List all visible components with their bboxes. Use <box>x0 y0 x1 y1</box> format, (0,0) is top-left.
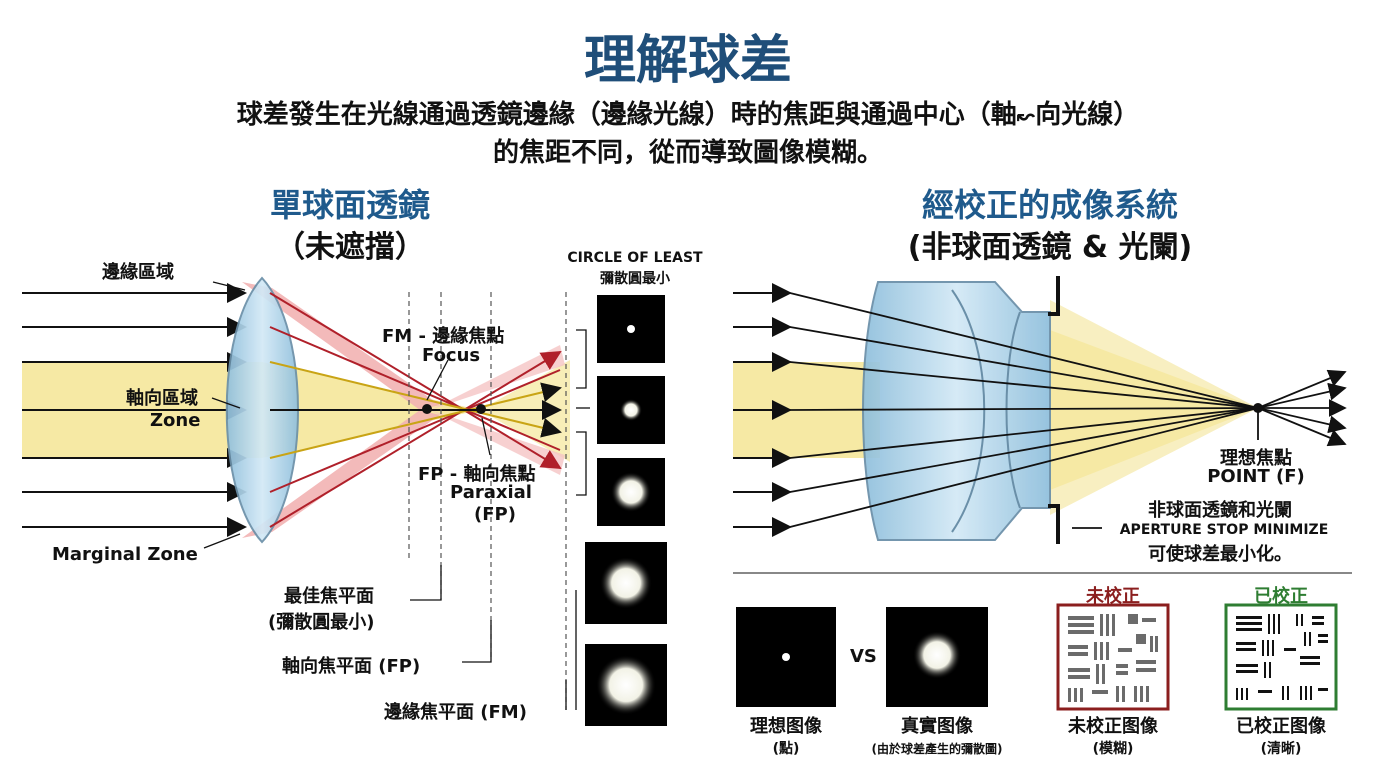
label-fm-focus: Focus <box>422 345 481 366</box>
label-corrected-head: 已校正 <box>1254 586 1308 607</box>
aspheric-lens-inner-curve2 <box>1005 311 1021 509</box>
uncorrected-chart <box>1056 603 1170 711</box>
refracted-rays-left <box>269 292 562 528</box>
label-marginal-region: 邊緣區域 <box>102 262 174 283</box>
label-zone: Zone <box>150 410 201 431</box>
leader-lines-left <box>203 281 590 710</box>
label-uncorrected-sub: (模糊) <box>1092 741 1134 757</box>
left-heading: 單球面透鏡 <box>269 186 430 224</box>
label-real-image-sub: (由於球差產生的彌散圖) <box>871 742 1003 756</box>
label-marginal-plane: 邊緣焦平面 (FM) <box>384 702 527 723</box>
label-corrected-sub: (清晰) <box>1260 741 1302 757</box>
label-fp-abbr: (FP) <box>474 504 516 525</box>
converging-beam-right <box>1050 325 1258 495</box>
label-fp: FP - 軸向焦點 <box>418 464 536 485</box>
label-ideal-image-sub: (點) <box>772 741 800 757</box>
page-title: 理解球差 <box>583 31 792 91</box>
right-heading-sub: (非球面透鏡 & 光闌) <box>907 230 1193 265</box>
label-vs: VS <box>850 646 877 667</box>
paraxial-focus-point <box>476 404 486 414</box>
label-real-image: 真實图像 <box>901 716 973 737</box>
label-axial-plane: 軸向焦平面 (FP) <box>282 656 421 677</box>
real-image-box <box>886 607 988 707</box>
label-best-plane-sub: (彌散圓最小) <box>268 612 375 633</box>
label-best-plane: 最佳焦平面 <box>284 586 374 607</box>
label-circle-least-cn: 彌散圓最小 <box>600 271 670 287</box>
label-circle-least: CIRCLE OF LEAST <box>567 250 703 266</box>
label-fp-paraxial: Paraxial <box>450 482 532 503</box>
label-aperture-cn2: 可使球差最小化。 <box>1148 544 1292 565</box>
left-heading-sub: （未遮擋） <box>275 230 425 265</box>
aspheric-lens-assembly <box>862 281 1051 541</box>
label-point-f: POINT (F) <box>1207 466 1305 487</box>
aspheric-lens-inner-curve <box>951 289 986 533</box>
marginal-focus-point <box>422 404 432 414</box>
subtitle-line2: 的焦距不同，從而導致圖像模糊。 <box>492 138 883 168</box>
label-aperture-cn: 非球面透鏡和光闌 <box>1148 500 1292 521</box>
focal-plane-lines <box>408 292 567 710</box>
converging-rays-right <box>789 292 1347 529</box>
ideal-image-box <box>736 607 836 707</box>
label-corrected-image: 已校正图像 <box>1236 716 1326 737</box>
converging-beam-right-lower <box>1050 408 1258 515</box>
converging-beam-right-upper <box>1050 300 1258 408</box>
corrected-chart <box>1224 603 1338 711</box>
subtitle-text-end: 向光線） <box>1035 100 1140 130</box>
marginal-beam-after2 <box>430 410 565 475</box>
incoming-rays-left <box>22 283 247 537</box>
label-marginal-zone: Marginal Zone <box>52 544 198 565</box>
right-heading: 經校正的成像系統 <box>921 186 1178 224</box>
spherical-lens <box>225 276 299 544</box>
label-ideal-image: 理想图像 <box>750 716 822 737</box>
ideal-focus-point <box>1253 403 1263 413</box>
aperture-stop <box>1048 276 1060 544</box>
label-ideal-focus: 理想焦點 <box>1220 448 1292 469</box>
label-uncorrected-head: 未校正 <box>1086 586 1140 607</box>
label-fm: FM - 邊緣焦點 <box>382 326 505 347</box>
label-axial-region: 軸向區域 <box>126 388 198 409</box>
subtitle-glyph: ↜ <box>1016 104 1036 129</box>
subtitle-line1: 球差發生在光線通過透鏡邊緣（邊緣光線）時的焦距與通過中心（軸↜向光線） <box>0 94 1376 131</box>
label-uncorrected-image: 未校正图像 <box>1068 716 1158 737</box>
circle-boxes <box>585 295 667 726</box>
marginal-beam-after <box>430 345 565 410</box>
label-aperture-en: APERTURE STOP MINIMIZE <box>1119 522 1329 538</box>
incoming-rays-right <box>733 283 792 537</box>
subtitle-text: 球差發生在光線通過透鏡邊緣（邊緣光線）時的焦距與通過中心（軸 <box>236 100 1017 130</box>
